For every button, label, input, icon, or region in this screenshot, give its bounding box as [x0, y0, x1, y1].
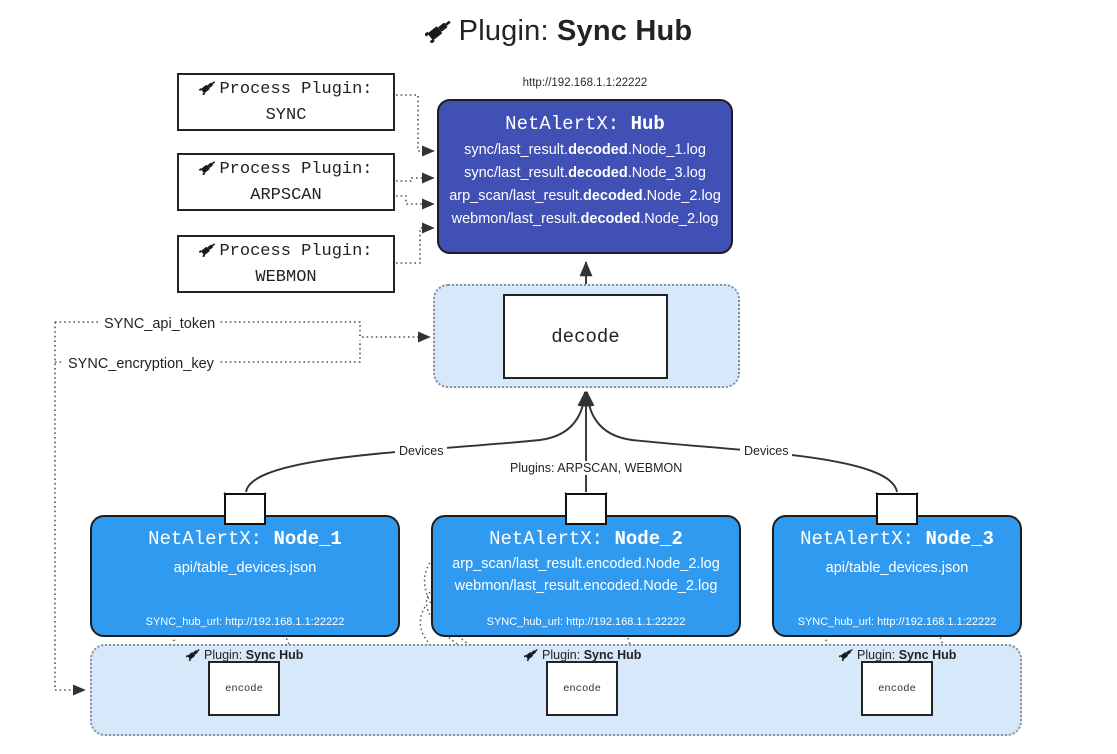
encoder1-caption: Plugin: Sync Hub: [185, 645, 304, 664]
node2-line: arp_scan/last_result.encoded.Node_2.log: [452, 556, 720, 572]
node3-hub-url: SYNC_hub_url: http://192.168.1.1:22222: [797, 616, 997, 628]
encoder1-caption-prefix: Plugin:: [204, 648, 243, 662]
page-title: Plugin: Sync Hub: [0, 14, 1117, 48]
edge-webmon-to-hub: [396, 222, 435, 264]
hub-log-post: .Node_1.log: [627, 142, 706, 158]
hub-log-line: sync/last_result.decoded.Node_3.log: [439, 165, 731, 181]
hub-log-post: .Node_2.log: [642, 188, 721, 204]
page-title-name: Sync Hub: [557, 15, 693, 47]
proc-sync-label: Process Plugin:: [219, 80, 373, 99]
encoder2-caption-name: Sync Hub: [583, 648, 642, 662]
hub-log-pre: webmon/last_result.: [451, 211, 581, 227]
node-box-node2[interactable]: NetAlertX: Node_2 arp_scan/last_result.e…: [431, 515, 741, 637]
plug-icon: [199, 241, 218, 267]
hub-log-pre: sync/last_result.: [464, 165, 569, 181]
envelope-icon: [224, 493, 266, 525]
encoder1-caption-name: Sync Hub: [245, 648, 304, 662]
node1-title-prefix: NetAlertX:: [148, 528, 263, 550]
encode-box-node1[interactable]: encode: [208, 661, 280, 716]
proc-webmon-name: WEBMON: [255, 268, 317, 287]
encode-box-node2[interactable]: encode: [546, 661, 618, 716]
plug-icon: [185, 647, 202, 664]
process-plugin-arpscan-box[interactable]: Process Plugin: ARPSCAN: [177, 153, 395, 211]
hub-log-pre: arp_scan/last_result.: [449, 188, 583, 204]
proc-sync-line1: Process Plugin:: [179, 77, 393, 103]
edge-api-token-to-decode: [55, 321, 431, 343]
node3-line: api/table_devices.json: [825, 560, 969, 576]
process-plugin-webmon-box[interactable]: Process Plugin: WEBMON: [177, 235, 395, 293]
hub-log-mid: decoded: [568, 142, 628, 158]
hub-log-pre: sync/last_result.: [464, 142, 569, 158]
node1-title: NetAlertX: Node_1: [92, 528, 398, 550]
hub-log-post: .Node_2.log: [640, 211, 719, 227]
encoder2-caption: Plugin: Sync Hub: [523, 645, 642, 664]
hub-title: NetAlertX: Hub: [439, 113, 731, 135]
hub-log-line: sync/last_result.decoded.Node_1.log: [439, 142, 731, 158]
node1-line: api/table_devices.json: [173, 560, 317, 576]
encode-box-node3[interactable]: encode: [861, 661, 933, 716]
proc-webmon-label: Process Plugin:: [219, 242, 373, 261]
hub-title-prefix: NetAlertX:: [505, 113, 620, 135]
encoder3-caption: Plugin: Sync Hub: [838, 645, 957, 664]
node2-title-name: Node_2: [614, 528, 683, 550]
plug-icon: [838, 647, 855, 664]
hub-log-mid: decoded: [582, 188, 643, 204]
hub-log-post: .Node_3.log: [627, 165, 706, 181]
plug-icon: [523, 647, 540, 664]
hub-url-label: http://192.168.1.1:22222: [522, 77, 648, 89]
hub-node-box[interactable]: NetAlertX: Hub sync/last_result.decoded.…: [437, 99, 733, 254]
label-sync-api-token: SYNC_api_token: [100, 316, 220, 332]
node1-hub-url: SYNC_hub_url: http://192.168.1.1:22222: [145, 616, 345, 628]
node3-title: NetAlertX: Node_3: [774, 528, 1020, 550]
node3-title-prefix: NetAlertX:: [800, 528, 915, 550]
plug-icon: [199, 79, 218, 105]
label-plugins: Plugins: ARPSCAN, WEBMON: [506, 461, 687, 475]
decode-box[interactable]: decode: [503, 294, 668, 379]
node2-title: NetAlertX: Node_2: [433, 528, 739, 550]
encoder3-caption-prefix: Plugin:: [857, 648, 896, 662]
node2-title-prefix: NetAlertX:: [489, 528, 604, 550]
encoder3-caption-name: Sync Hub: [898, 648, 957, 662]
process-plugin-sync-box[interactable]: Process Plugin: SYNC: [177, 73, 395, 131]
hub-title-name: Hub: [630, 113, 665, 135]
node2-hub-url: SYNC_hub_url: http://192.168.1.1:22222: [486, 616, 686, 628]
edge-node3-to-decode: [581, 391, 898, 493]
encoder2-caption-prefix: Plugin:: [542, 648, 581, 662]
node1-title-name: Node_1: [273, 528, 342, 550]
hub-log-mid: decoded: [580, 211, 641, 227]
node2-line: webmon/last_result.encoded.Node_2.log: [454, 578, 718, 594]
proc-sync-name: SYNC: [265, 106, 307, 125]
edge-node1-to-decode: [245, 391, 591, 493]
proc-webmon-line1: Process Plugin:: [179, 239, 393, 265]
hub-log-line: arp_scan/last_result.decoded.Node_2.log: [439, 188, 731, 204]
edge-token-to-encoders: [54, 322, 86, 696]
label-devices-right: Devices: [740, 444, 793, 458]
proc-arpscan-name: ARPSCAN: [250, 186, 322, 205]
plug-icon: [423, 17, 455, 51]
envelope-icon: [565, 493, 607, 525]
label-sync-encryption-key: SYNC_encryption_key: [64, 356, 218, 372]
hub-log-line: webmon/last_result.decoded.Node_2.log: [439, 211, 731, 227]
plug-icon: [199, 159, 218, 185]
edge-arpscan2-to-hub: [396, 195, 435, 210]
proc-arpscan-label: Process Plugin:: [219, 160, 373, 179]
page-title-prefix: Plugin:: [458, 15, 549, 47]
envelope-icon: [876, 493, 918, 525]
node-box-node3[interactable]: NetAlertX: Node_3 api/table_devices.json…: [772, 515, 1022, 637]
proc-arpscan-line1: Process Plugin:: [179, 157, 393, 183]
hub-log-mid: decoded: [568, 165, 628, 181]
node-box-node1[interactable]: NetAlertX: Node_1 api/table_devices.json…: [90, 515, 400, 637]
node3-title-name: Node_3: [925, 528, 994, 550]
label-devices-left: Devices: [395, 444, 448, 458]
